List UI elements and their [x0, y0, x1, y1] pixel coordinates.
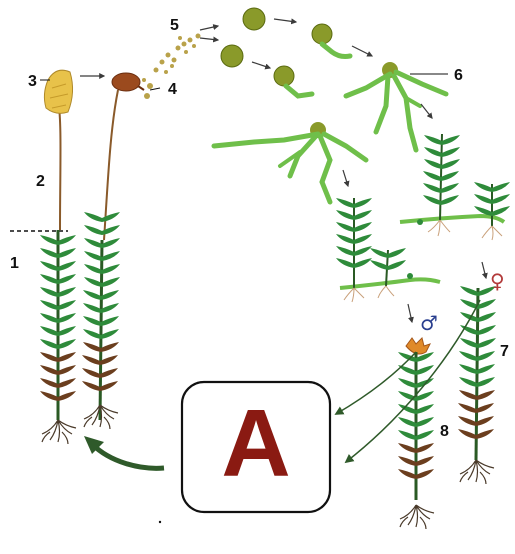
sporophyte-plant-right — [82, 73, 144, 429]
label-3: 3 — [28, 73, 37, 90]
female-symbol: ♀ — [490, 269, 505, 293]
male-gametophyte — [398, 338, 434, 529]
label-2: 2 — [36, 173, 45, 190]
rhizoids — [42, 420, 76, 444]
arrow — [92, 444, 164, 468]
label-8: 8 — [440, 423, 449, 440]
center-letter: A — [221, 390, 290, 497]
capsule-brown — [112, 73, 140, 91]
label-6: 6 — [454, 67, 463, 84]
germinating-spores — [221, 8, 372, 96]
label-1: 1 — [10, 255, 19, 272]
label-4: 4 — [168, 81, 177, 98]
male-symbol: ♂ — [420, 311, 438, 335]
young-gametophytes-left — [336, 198, 440, 302]
sporophyte-plant-left — [10, 70, 76, 444]
female-gametophyte — [458, 286, 496, 484]
protonema — [214, 62, 446, 202]
seta-stalk — [58, 100, 61, 230]
label-7: 7 — [500, 343, 509, 360]
antheridial-head — [406, 338, 430, 354]
label-5: 5 — [170, 17, 179, 34]
